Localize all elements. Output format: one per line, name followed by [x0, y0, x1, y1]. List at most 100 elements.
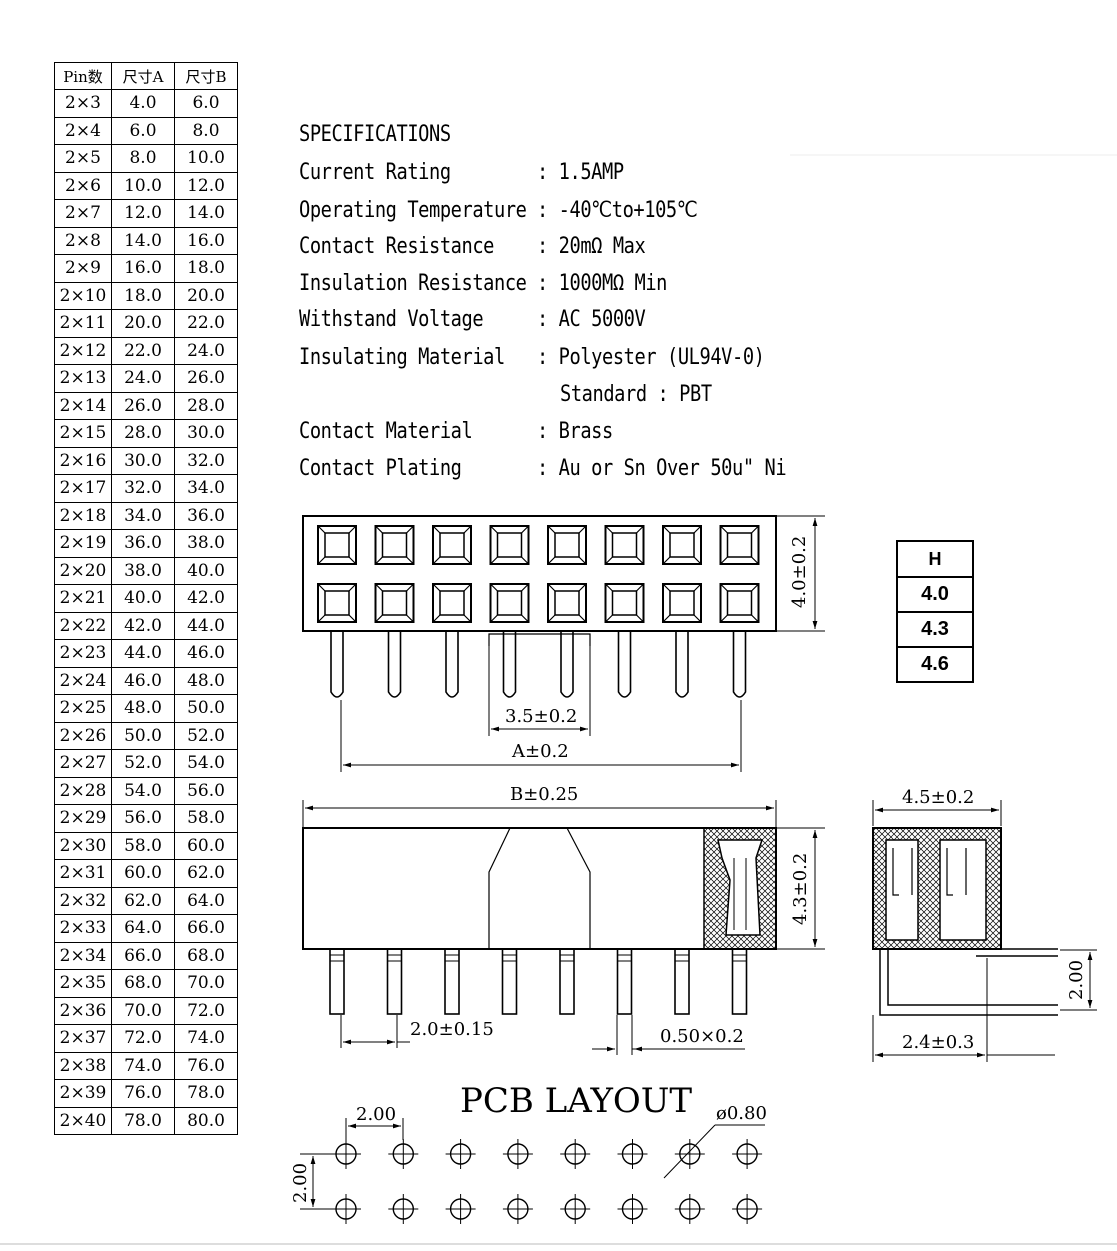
side-pin [731, 948, 748, 1015]
size-b-cell: 12.0 [174, 171, 238, 200]
pin-tail [617, 631, 632, 698]
pin-count-cell: 2×27 [54, 749, 112, 778]
pin-count-cell: 2×20 [54, 556, 112, 585]
side-pin [329, 948, 345, 1015]
pcb-hole [560, 1194, 591, 1224]
contact-windows [317, 525, 760, 623]
side-pin [616, 948, 633, 1015]
spec-value: : Brass [537, 419, 613, 444]
housing-cut-detail [488, 827, 591, 949]
size-a-cell: 20.0 [111, 309, 175, 338]
size-b-cell: 22.0 [174, 309, 238, 338]
side-view: B±0.25 4.3±0.2 2.0±0.15 0.50×0.2 [302, 784, 825, 1055]
size-b-cell: 68.0 [174, 941, 238, 970]
size-b-cell: 72.0 [174, 996, 238, 1025]
size-a-cell: 52.0 [111, 749, 175, 778]
size-b-cell: 76.0 [174, 1051, 238, 1080]
pcb-layout-title: PCB LAYOUT [460, 1081, 692, 1121]
pin-count-cell: 2×37 [54, 1024, 112, 1053]
end-offset-label: 2.4±0.3 [902, 1032, 974, 1053]
spec-value: : 1.5AMP [537, 160, 624, 185]
size-b-cell: 64.0 [174, 886, 238, 915]
pin-count-cell: 2×35 [54, 969, 112, 998]
size-b-cell: 14.0 [174, 199, 238, 228]
size-b-cell: 60.0 [174, 831, 238, 860]
pcb-hole-grid [331, 1139, 763, 1224]
size-a-cell: 66.0 [111, 941, 175, 970]
size-b-cell: 28.0 [174, 391, 238, 420]
size-b-cell: 78.0 [174, 1079, 238, 1108]
side-pin [674, 948, 690, 1015]
size-b-cell: 20.0 [174, 281, 238, 310]
pcb-hole [732, 1139, 763, 1169]
contact-window [432, 525, 472, 565]
pin-tail [387, 631, 402, 698]
size-a-cell: 64.0 [111, 914, 175, 943]
pair-bracket [488, 633, 591, 646]
size-a-cell: 78.0 [111, 1106, 175, 1135]
size-a-cell: 30.0 [111, 446, 175, 475]
size-a-cell: 44.0 [111, 639, 175, 668]
pin-count-cell: 2×8 [54, 226, 112, 255]
size-b-cell: 50.0 [174, 694, 238, 723]
spec-value: : Polyester (UL94V-0) [537, 345, 765, 370]
side-pin [444, 948, 460, 1015]
hole-leader-line [663, 1124, 716, 1179]
pin-count-cell: 2×10 [54, 281, 112, 310]
spec-label: Insulating Material [299, 345, 505, 370]
pin-count-cell: 2×24 [54, 666, 112, 695]
pin-count-cell: 2×22 [54, 611, 112, 640]
pin-tail [732, 631, 747, 698]
size-b-cell: 24.0 [174, 336, 238, 365]
end-contact-right [939, 839, 987, 941]
pin-count-cell: 2×38 [54, 1051, 112, 1080]
contact-window [374, 525, 415, 565]
size-a-cell: 12.0 [111, 199, 175, 228]
size-b-cell: 34.0 [174, 474, 238, 503]
pcb-hole [617, 1194, 648, 1224]
size-b-cell: 26.0 [174, 364, 238, 393]
pin-tail [675, 631, 689, 698]
size-b-cell: 44.0 [174, 611, 238, 640]
side-pin [559, 948, 575, 1015]
size-a-cell: 54.0 [111, 776, 175, 805]
contact-window [317, 583, 357, 623]
pin-count-cell: 2×23 [54, 639, 112, 668]
pin-count-cell: 2×4 [54, 116, 112, 145]
pin-count-cell: 2×36 [54, 996, 112, 1025]
pin-count-cell: 2×28 [54, 776, 112, 805]
spec-label: Contact Material [299, 419, 473, 444]
pin-tail [330, 631, 344, 698]
pin-size-label: 0.50×0.2 [660, 1026, 744, 1047]
size-a-cell: 72.0 [111, 1024, 175, 1053]
contact-window [604, 525, 645, 565]
header-size-b: 尺寸B [174, 62, 238, 90]
pin-tail [445, 631, 459, 698]
size-b-cell: 40.0 [174, 556, 238, 585]
size-b-cell: 70.0 [174, 969, 238, 998]
spec-value: Standard : PBT [560, 382, 712, 407]
size-a-cell: 8.0 [111, 144, 175, 173]
size-b-cell: 36.0 [174, 501, 238, 530]
header-size-a: 尺寸A [111, 62, 175, 90]
pin-tail [502, 631, 517, 698]
h-value: 4.3 [896, 611, 974, 648]
